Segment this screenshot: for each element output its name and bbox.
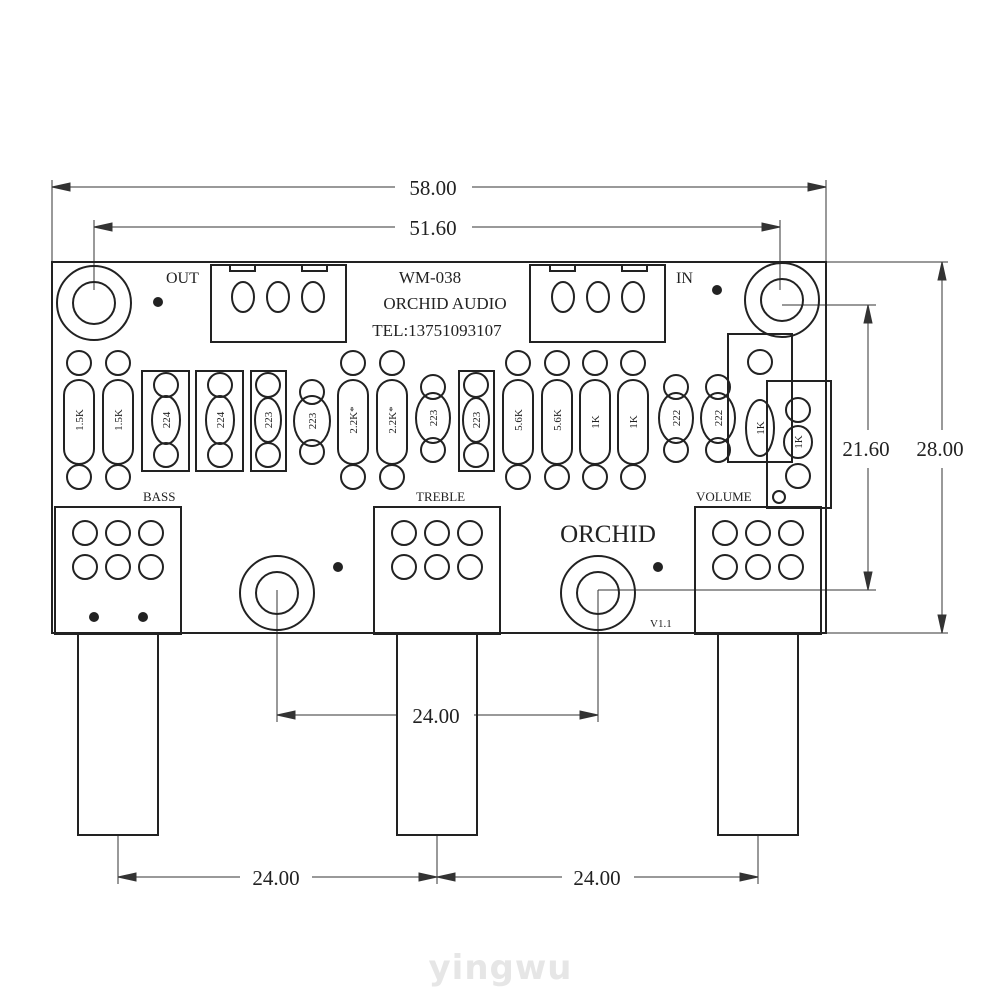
dimension-labels: 58.00 51.60 28.00 21.60 24.00 24.00 24.0… <box>252 176 963 890</box>
volume-potentiometer <box>694 506 822 836</box>
capacitor-c4 <box>293 379 331 465</box>
treble-label: TREBLE <box>416 489 465 504</box>
out-connector <box>210 264 347 343</box>
capacitor-c5 <box>415 374 451 463</box>
treble-potentiometer <box>373 506 501 836</box>
capacitor-c3 <box>250 370 287 472</box>
dim-hole-vertical-span: 21.60 <box>842 437 889 461</box>
r8-label: 1K <box>628 415 640 429</box>
c7-label: 222 <box>671 410 683 427</box>
volume-label: VOLUME <box>696 489 752 504</box>
mount-hole-top-left <box>56 265 132 341</box>
capacitor-c1 <box>141 370 190 472</box>
r9-label: 1K <box>755 421 767 435</box>
resistor-r5 <box>502 350 534 490</box>
mount-hole-top-right <box>744 262 820 338</box>
dim-overall-height: 28.00 <box>916 437 963 461</box>
r5-label: 5.6K <box>513 409 525 431</box>
c1-label: 224 <box>161 411 173 428</box>
dimension-lines <box>51 180 948 884</box>
board-brand: ORCHID AUDIO <box>383 294 506 313</box>
bass-label: BASS <box>143 489 176 504</box>
c2-label: 224 <box>215 411 227 428</box>
r6-label: 5.6K <box>552 409 564 431</box>
r2-label: 1.5K <box>113 409 125 431</box>
resistor-r6 <box>541 350 573 490</box>
board-labels: OUT IN WM-038 ORCHID AUDIO TEL:137510931… <box>143 268 752 630</box>
capacitor-c2 <box>195 370 244 472</box>
resistor-r9 <box>727 333 793 463</box>
capacitor-c6 <box>458 370 495 472</box>
resistor-r8 <box>617 350 649 490</box>
mount-hole-bottom-left <box>239 555 315 631</box>
in-label: IN <box>676 270 693 287</box>
capacitor-c8 <box>700 374 736 463</box>
dim-mount-hole-span: 51.60 <box>409 216 456 240</box>
resistor-r3 <box>337 350 369 490</box>
c4-label: 223 <box>307 412 319 429</box>
bass-potentiometer <box>54 506 182 836</box>
board-logo: ORCHID <box>560 521 656 548</box>
c6-label: 223 <box>471 411 483 428</box>
r3-label: 2.2K* <box>348 406 360 433</box>
board-model: WM-038 <box>399 268 461 287</box>
r1-label: 1.5K <box>74 409 86 431</box>
resistor-r7 <box>579 350 611 490</box>
board-tel: TEL:13751093107 <box>372 321 502 340</box>
dim-overall-width: 58.00 <box>409 176 456 200</box>
in-connector <box>529 264 666 343</box>
c5-label: 223 <box>428 409 440 426</box>
r4-label: 2.2K* <box>387 406 399 433</box>
capacitor-c7 <box>658 374 694 463</box>
r7-label: 1K <box>590 415 602 429</box>
out-label: OUT <box>166 270 199 287</box>
c3-label: 223 <box>263 411 275 428</box>
dim-pot-spacing-right: 24.00 <box>573 866 620 890</box>
c8-label: 222 <box>713 410 725 427</box>
component-labels: 1.5K 1.5K 224 224 223 223 2.2K* 2.2K* 22… <box>74 406 805 448</box>
board-version: V1.1 <box>650 618 672 630</box>
dim-center-hole-span: 24.00 <box>412 704 459 728</box>
dim-pot-spacing-left: 24.00 <box>252 866 299 890</box>
r10-label: 1K <box>793 435 805 449</box>
watermark-text: yingwu <box>428 948 573 988</box>
resistor-r2 <box>102 350 134 490</box>
resistor-r1 <box>63 350 95 490</box>
marker-dots <box>89 285 722 622</box>
resistor-r4 <box>376 350 408 490</box>
mount-hole-bottom-right <box>560 555 636 631</box>
board-outline <box>51 261 827 634</box>
